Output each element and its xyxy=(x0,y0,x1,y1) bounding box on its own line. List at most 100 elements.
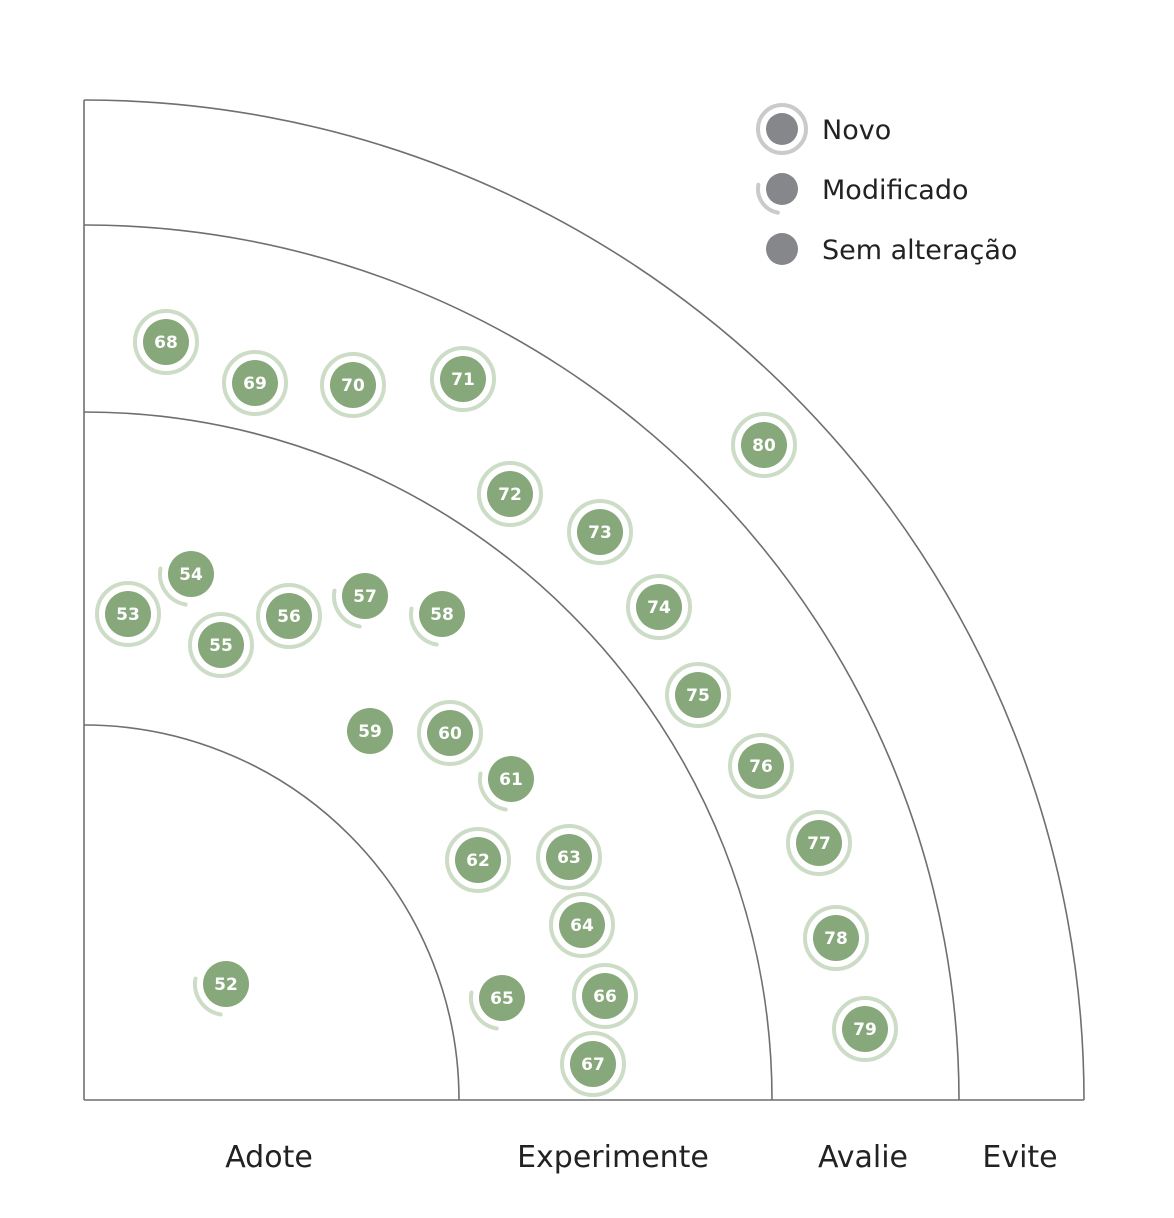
blip-number: 78 xyxy=(824,929,848,949)
new-ring-icon xyxy=(756,103,808,155)
blip-number: 77 xyxy=(807,834,831,854)
new-ring-icon xyxy=(95,581,161,647)
new-ring-icon xyxy=(256,583,322,649)
blip-dot xyxy=(577,509,623,555)
blip-72[interactable]: 72 xyxy=(477,461,543,527)
blip-dot xyxy=(203,961,249,1007)
legend-item-unchanged: Sem alteração xyxy=(766,233,1017,266)
blip-65[interactable]: 65 xyxy=(469,975,525,1031)
blip-64[interactable]: 64 xyxy=(549,892,615,958)
blip-71[interactable]: 71 xyxy=(430,346,496,412)
modified-arc-icon xyxy=(158,566,188,607)
new-ring-icon xyxy=(560,1031,626,1097)
blip-dot xyxy=(559,902,605,948)
blip-80[interactable]: 80 xyxy=(731,412,797,478)
blip-59[interactable]: 59 xyxy=(347,708,393,754)
blip-number: 71 xyxy=(451,370,475,390)
blip-73[interactable]: 73 xyxy=(567,499,633,565)
new-ring-icon xyxy=(430,346,496,412)
ring-label-evite: Evite xyxy=(982,1140,1057,1175)
blip-54[interactable]: 54 xyxy=(158,551,214,607)
blip-58[interactable]: 58 xyxy=(409,591,465,647)
blip-dot xyxy=(440,356,486,402)
blip-66[interactable]: 66 xyxy=(572,963,638,1029)
blip-dot xyxy=(766,233,798,265)
legend-label: Novo xyxy=(822,115,891,146)
blip-75[interactable]: 75 xyxy=(665,662,731,728)
blip-74[interactable]: 74 xyxy=(626,574,692,640)
new-ring-icon xyxy=(133,309,199,375)
new-ring-icon xyxy=(320,352,386,418)
blip-68[interactable]: 68 xyxy=(133,309,199,375)
ring-label-avalie: Avalie xyxy=(818,1140,908,1175)
blip-number: 58 xyxy=(430,605,454,625)
blip-dot xyxy=(813,915,859,961)
new-ring-icon xyxy=(445,827,511,893)
new-ring-icon xyxy=(417,700,483,766)
blip-63[interactable]: 63 xyxy=(536,824,602,890)
new-ring-icon xyxy=(786,810,852,876)
blip-69[interactable]: 69 xyxy=(222,350,288,416)
blip-57[interactable]: 57 xyxy=(332,573,388,629)
blip-dot xyxy=(741,422,787,468)
blip-dot xyxy=(842,1006,888,1052)
blip-number: 70 xyxy=(341,376,365,396)
blip-dot xyxy=(766,173,798,205)
blip-number: 67 xyxy=(581,1055,605,1075)
blip-number: 79 xyxy=(853,1020,877,1040)
new-ring-icon xyxy=(477,461,543,527)
new-ring-icon xyxy=(567,499,633,565)
blip-70[interactable]: 70 xyxy=(320,352,386,418)
blip-number: 80 xyxy=(752,436,776,456)
blip-61[interactable]: 61 xyxy=(478,756,534,812)
legend-item-modified: Modificado xyxy=(756,173,969,215)
blip-dot xyxy=(479,975,525,1021)
blip-number: 53 xyxy=(116,605,140,625)
blip-79[interactable]: 79 xyxy=(832,996,898,1062)
blip-56[interactable]: 56 xyxy=(256,583,322,649)
blips: 52 53 54 55 56 57 58 59 60 61 62 63 64 65 66 67 68 69 70 71… xyxy=(95,309,898,1097)
new-ring-icon xyxy=(222,350,288,416)
new-ring-icon xyxy=(832,996,898,1062)
blip-number: 74 xyxy=(647,598,671,618)
blip-dot xyxy=(232,360,278,406)
new-ring-icon xyxy=(626,574,692,640)
blip-number: 57 xyxy=(353,587,377,607)
new-ring-icon xyxy=(665,662,731,728)
blip-number: 68 xyxy=(154,333,178,353)
blip-77[interactable]: 77 xyxy=(786,810,852,876)
ring-label-experimente: Experimente xyxy=(517,1140,709,1175)
blip-number: 60 xyxy=(438,724,462,744)
blip-number: 65 xyxy=(490,989,514,1009)
blip-55[interactable]: 55 xyxy=(188,612,254,678)
blip-number: 75 xyxy=(686,686,710,706)
new-ring-icon xyxy=(536,824,602,890)
blip-67[interactable]: 67 xyxy=(560,1031,626,1097)
blip-62[interactable]: 62 xyxy=(445,827,511,893)
blip-dot xyxy=(347,708,393,754)
blip-76[interactable]: 76 xyxy=(728,733,794,799)
blip-number: 54 xyxy=(179,565,203,585)
new-ring-icon xyxy=(803,905,869,971)
blip-78[interactable]: 78 xyxy=(803,905,869,971)
blip-number: 56 xyxy=(277,607,301,627)
ring-arc-2 xyxy=(83,411,773,1101)
blip-53[interactable]: 53 xyxy=(95,581,161,647)
legend-item-new: Novo xyxy=(756,103,891,155)
blip-number: 72 xyxy=(498,485,522,505)
blip-number: 62 xyxy=(466,851,490,871)
legend-label: Modificado xyxy=(822,175,969,206)
modified-arc-icon xyxy=(409,606,439,647)
blip-number: 69 xyxy=(243,374,267,394)
blip-60[interactable]: 60 xyxy=(417,700,483,766)
blip-dot xyxy=(582,973,628,1019)
blip-number: 59 xyxy=(358,722,382,742)
blip-dot xyxy=(143,319,189,365)
blip-dot xyxy=(419,591,465,637)
blip-52[interactable]: 52 xyxy=(193,961,249,1017)
blip-number: 64 xyxy=(570,916,594,936)
blip-dot xyxy=(330,362,376,408)
